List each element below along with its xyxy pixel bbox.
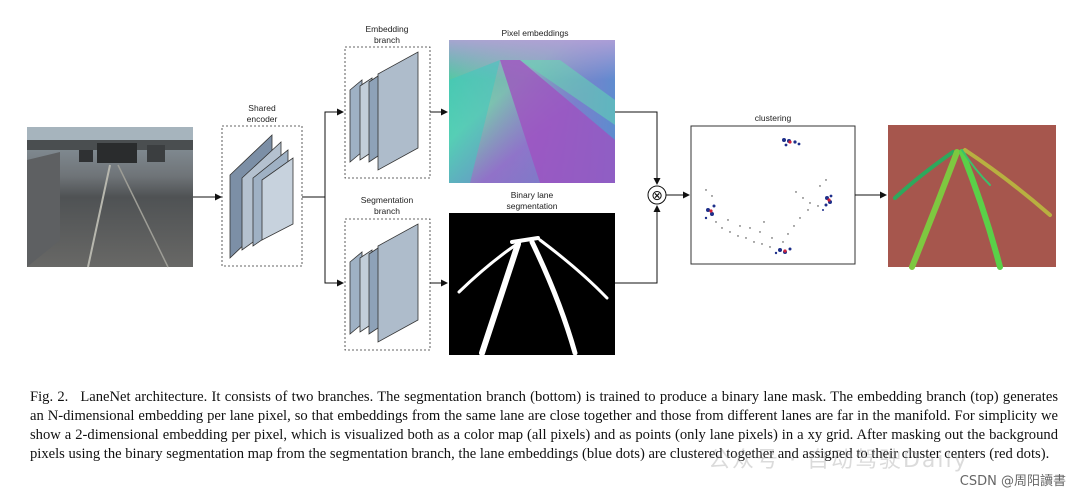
clustering-plot: clustering — [690, 113, 856, 265]
embedding-branch: Embedding branch — [344, 24, 431, 179]
encoder-layers — [229, 134, 294, 259]
scatter-trail — [705, 179, 827, 248]
shared-encoder: Shared encoder — [221, 103, 303, 267]
combine-node: ⊗ — [647, 185, 667, 205]
pixel-embeddings-map: Pixel embeddings — [449, 28, 615, 183]
figure-number: Fig. 2. — [30, 389, 69, 405]
binary-lane-segmentation: Binary lane segmentation — [449, 190, 615, 356]
shared-encoder-label-line1: Shared — [248, 103, 276, 113]
input-road-image — [27, 127, 193, 268]
figure-caption: Fig. 2.LaneNet architecture. It consists… — [30, 388, 1058, 464]
segmentation-branch: Segmentation branch — [344, 195, 431, 351]
output-lane-instances — [888, 125, 1056, 270]
combine-symbol: ⊗ — [651, 188, 663, 204]
shared-encoder-label-line2: encoder — [247, 114, 278, 124]
binary-lane-label-line1: Binary lane — [511, 190, 554, 200]
embedding-branch-label-line1: Embedding — [365, 24, 408, 34]
caption-text: LaneNet architecture. It consists of two… — [30, 389, 1058, 462]
cluster-centers — [709, 140, 831, 253]
pixel-embeddings-label: Pixel embeddings — [501, 28, 568, 38]
watermark-wechat: 公众号 · 自动驾驶Daily — [708, 448, 969, 473]
watermark-csdn: CSDN @周阳讀書 — [959, 474, 1066, 489]
lanenet-architecture-diagram: Shared encoder Embedding branch Segmenta… — [27, 24, 1056, 356]
binary-lane-label-line2: segmentation — [506, 201, 557, 211]
segmentation-branch-label-line2: branch — [374, 206, 400, 216]
clustering-label: clustering — [755, 113, 792, 123]
embedding-branch-label-line2: branch — [374, 35, 400, 45]
segmentation-branch-label-line1: Segmentation — [361, 195, 414, 205]
